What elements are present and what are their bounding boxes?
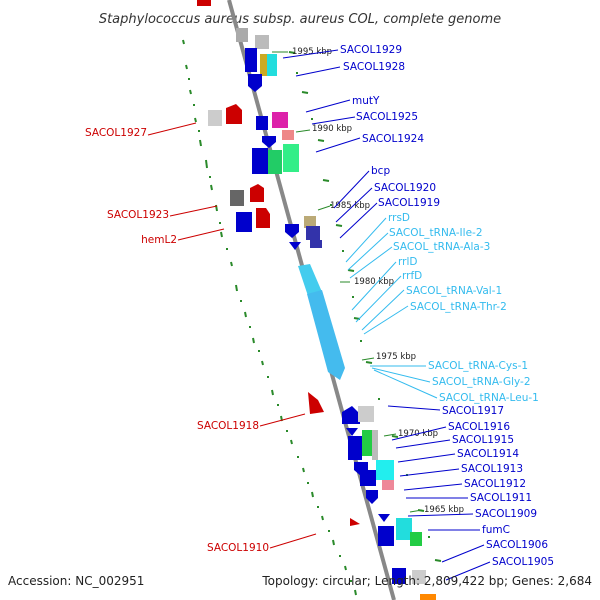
kbp-tick-1985: 1985 kbp: [330, 201, 370, 211]
reverse-strand-labels: SACOL1927 SACOL1923 hemL2 SACOL1918 SACO…: [85, 122, 317, 554]
gene-label-mutY[interactable]: mutY: [352, 95, 380, 107]
gene-label-SACOL_tRNA-Val-1[interactable]: SACOL_tRNA-Val-1: [406, 285, 502, 297]
gene-label-SACOL1910[interactable]: SACOL1910: [207, 542, 269, 554]
gene-label-SACOL1927[interactable]: SACOL1927: [85, 127, 147, 139]
gene-label-SACOL1929[interactable]: SACOL1929: [340, 44, 402, 56]
gene-label-SACOL1920[interactable]: SACOL1920: [374, 182, 436, 194]
gene-label-hemL2[interactable]: hemL2: [141, 234, 177, 246]
gene-label-SACOL1906[interactable]: SACOL1906: [486, 539, 548, 551]
gene-label-SACOL1914[interactable]: SACOL1914: [457, 448, 519, 460]
gene-label-SACOL1924[interactable]: SACOL1924: [362, 133, 424, 145]
gene-features: [197, 0, 436, 600]
gene-label-SACOL1911[interactable]: SACOL1911: [470, 492, 532, 504]
gene-label-SACOL1917[interactable]: SACOL1917: [442, 405, 504, 417]
gene-label-SACOL1923[interactable]: SACOL1923: [107, 209, 169, 221]
gene-label-bcp[interactable]: bcp: [371, 165, 390, 177]
gene-label-SACOL1919[interactable]: SACOL1919: [378, 197, 440, 209]
accession-text: Accession: NC_002951: [8, 574, 144, 588]
gene-label-SACOL1928[interactable]: SACOL1928: [343, 61, 405, 73]
gene-label-SACOL_tRNA-Ile-2[interactable]: SACOL_tRNA-Ile-2: [389, 227, 483, 239]
gene-label-SACOL_tRNA-Gly-2[interactable]: SACOL_tRNA-Gly-2: [432, 376, 531, 388]
gene-label-SACOL1912[interactable]: SACOL1912: [464, 478, 526, 490]
kbp-tick-1995: 1995 kbp: [292, 47, 332, 57]
gene-label-SACOL1915[interactable]: SACOL1915: [452, 434, 514, 446]
gene-label-rrsD[interactable]: rrsD: [388, 212, 410, 224]
topology-text: Topology: circular; Length: 2,809,422 bp…: [261, 574, 592, 588]
gene-label-SACOL_tRNA-Ala-3[interactable]: SACOL_tRNA-Ala-3: [393, 241, 490, 253]
gene-label-fumC[interactable]: fumC: [482, 524, 510, 536]
gene-label-SACOL1909[interactable]: SACOL1909: [475, 508, 537, 520]
kbp-tick-1980: 1980 kbp: [354, 277, 394, 287]
kbp-tick-1965: 1965 kbp: [424, 505, 464, 515]
gene-label-SACOL1918[interactable]: SACOL1918: [197, 420, 259, 432]
gene-label-rrlD[interactable]: rrlD: [398, 256, 417, 268]
gene-label-SACOL1905[interactable]: SACOL1905: [492, 556, 554, 568]
gene-label-SACOL1913[interactable]: SACOL1913: [461, 463, 523, 475]
gene-label-SACOL_tRNA-Leu-1[interactable]: SACOL_tRNA-Leu-1: [439, 392, 539, 404]
gene-label-SACOL1916[interactable]: SACOL1916: [448, 421, 510, 433]
forward-strand-labels: SACOL1929 SACOL1928 mutY SACOL1925 SACOL…: [282, 44, 554, 581]
gene-label-rrfD[interactable]: rrfD: [402, 270, 422, 282]
kbp-tick-1990: 1990 kbp: [312, 124, 352, 134]
gene-label-SACOL_tRNA-Thr-2[interactable]: SACOL_tRNA-Thr-2: [410, 301, 507, 313]
map-title: Staphylococcus aureus subsp. aureus COL,…: [99, 12, 501, 27]
gene-label-SACOL_tRNA-Cys-1[interactable]: SACOL_tRNA-Cys-1: [428, 360, 528, 372]
kbp-tick-1975: 1975 kbp: [376, 352, 416, 362]
gene-label-SACOL1925[interactable]: SACOL1925: [356, 111, 418, 123]
gc-track: [182, 39, 442, 596]
